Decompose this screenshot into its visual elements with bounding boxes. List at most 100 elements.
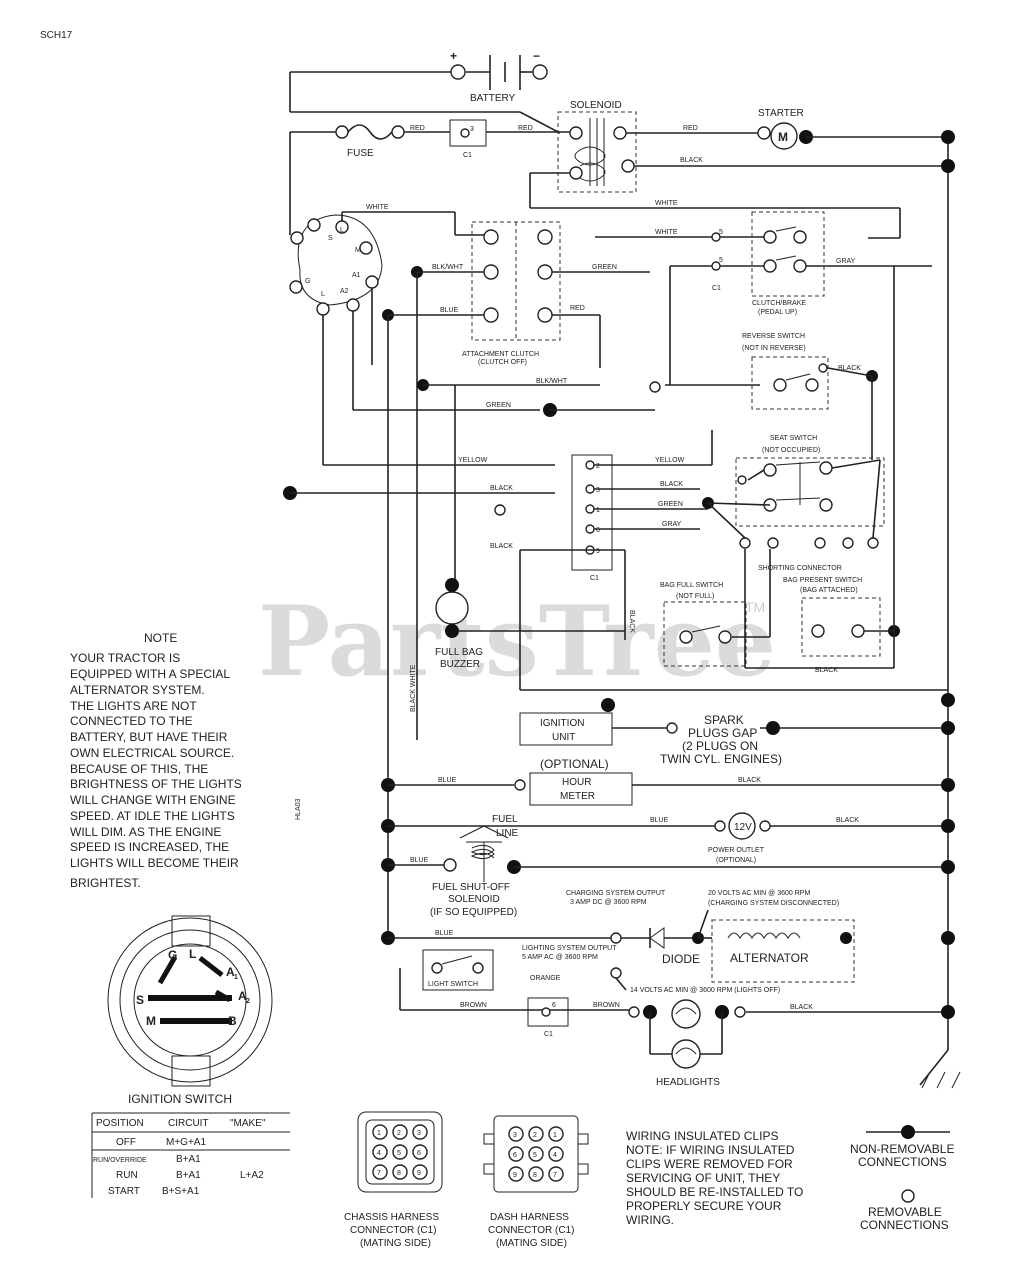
- svg-text:L: L: [321, 291, 325, 298]
- spark-2: PLUGS GAP: [688, 726, 757, 740]
- svg-text:3: 3: [470, 126, 474, 133]
- c1-pin-6: 6: [596, 527, 600, 534]
- cb-pin-5: 5: [719, 229, 723, 236]
- charging-2: 3 AMP DC @ 3600 RPM: [570, 899, 647, 906]
- wire-black-po: BLACK: [836, 817, 859, 824]
- c1-light: C1: [544, 1031, 553, 1038]
- note-block: NOTE YOUR TRACTOR IS EQUIPPED WITH A SPE…: [70, 631, 242, 890]
- shorting-connector-label: SHORTING CONNECTOR: [758, 565, 842, 572]
- note-line: BATTERY, BUT HAVE THEIR: [70, 730, 228, 744]
- fuel-solenoid-3: (IF SO EQUIPPED): [430, 907, 517, 918]
- buzzer-label-1: FULL BAG: [435, 647, 483, 658]
- svg-text:5: 5: [397, 1150, 401, 1157]
- clips-note-line: SERVICING OF UNIT, THEY: [626, 1171, 780, 1185]
- svg-text:8: 8: [397, 1170, 401, 1177]
- wire-red-starter: RED: [683, 125, 698, 132]
- attachment-clutch: ATTACHMENT CLUTCH (CLUTCH OFF) BLK/WHT G…: [382, 221, 650, 368]
- wire-blackwhite-vertical: BLACK WHITE: [410, 664, 417, 712]
- diode-label: DIODE: [662, 952, 700, 966]
- svg-text:5: 5: [533, 1152, 537, 1159]
- alt-spec-1: 20 VOLTS AC MIN @ 3600 RPM: [708, 890, 810, 897]
- note-line: SPEED. AT IDLE THE LIGHTS: [70, 809, 235, 823]
- wire-blue-clutch: BLUE: [440, 307, 459, 314]
- c1-pin-9: 9: [596, 548, 600, 555]
- table-cell: RUN: [116, 1170, 138, 1181]
- svg-text:2: 2: [246, 998, 250, 1005]
- watermark-tm: TM: [745, 599, 765, 615]
- fuse: FUSE RED 3 C1 RED: [289, 119, 570, 235]
- note-line: SPEED IS INCREASED, THE: [70, 840, 229, 854]
- watermark: PartsTree: [258, 585, 776, 698]
- svg-text:B: B: [228, 1014, 237, 1028]
- power-outlet-v: 12V: [734, 822, 752, 833]
- legend-removable-1: REMOVABLE: [868, 1205, 942, 1219]
- wire-black-c1b: BLACK: [490, 543, 513, 550]
- svg-text:1: 1: [553, 1132, 557, 1139]
- charging-system: CHARGING SYSTEM OUTPUT 3 AMP DC @ 3600 R…: [388, 890, 955, 994]
- bag-present-label: BAG PRESENT SWITCH: [783, 577, 862, 584]
- clips-note-line: CLIPS WERE REMOVED FOR: [626, 1157, 793, 1171]
- wire-red-c1: RED: [518, 125, 533, 132]
- charging-1: CHARGING SYSTEM OUTPUT: [566, 890, 666, 897]
- chassis-pin: 1 2 3 4 5 6 7 8 9: [372, 1124, 428, 1180]
- c1-pin-2: 2: [596, 463, 600, 470]
- svg-text:7: 7: [377, 1170, 381, 1177]
- wire-red-fuse: RED: [410, 125, 425, 132]
- table-cell: OFF: [116, 1137, 136, 1148]
- ignition-table: POSITION CIRCUIT "MAKE" OFF M+G+A1 RUN/O…: [91, 1112, 290, 1198]
- svg-text:M: M: [355, 247, 361, 254]
- ignition-unit: IGNITION UNIT SPARK PLUGS GAP (2 PLUGS O…: [519, 693, 955, 766]
- bag-switches: BAG FULL SWITCH (NOT FULL) BAG PRESENT S…: [660, 266, 900, 674]
- starter-m: M: [778, 130, 788, 144]
- spark-1: SPARK: [704, 713, 744, 727]
- hour-meter-2: METER: [560, 791, 595, 802]
- table-cell: START: [108, 1186, 140, 1197]
- table-cell: B+A1: [176, 1154, 201, 1165]
- solenoid: SOLENOID RED BLACK WHITE: [529, 100, 948, 239]
- note-line: WILL DIM. AS THE ENGINE: [70, 825, 221, 839]
- bag-present-state: (BAG ATTACHED): [800, 587, 858, 594]
- svg-text:4: 4: [377, 1150, 381, 1157]
- cb-pin-5b: 5: [719, 257, 723, 264]
- note-line: EQUIPPED WITH A SPECIAL: [70, 667, 230, 681]
- alt-spec-2: (CHARGING SYSTEM DISCONNECTED): [708, 900, 839, 907]
- ignition-terminal-cluster: S L M A1 G L A2 WHITE: [289, 204, 540, 465]
- svg-text:A: A: [238, 989, 247, 1003]
- wire-orange-ls: ORANGE: [530, 975, 561, 982]
- legend: NON-REMOVABLE CONNECTIONS REMOVABLE CONN…: [850, 1125, 954, 1232]
- dash-pin: 3 2 1 6 5 4 9 8 7: [508, 1126, 564, 1182]
- ignition-unit-1: IGNITION: [540, 718, 584, 729]
- svg-text:6: 6: [417, 1150, 421, 1157]
- table-cell: L+A2: [240, 1170, 264, 1181]
- dash-harness-connector: 3 2 1 6 5 4 9 8 7 DASH HARNESS CONNECTOR…: [483, 1115, 589, 1249]
- dash-label-2: CONNECTOR (C1): [488, 1225, 574, 1236]
- note-line: YOUR TRACTOR IS: [70, 651, 180, 665]
- hour-meter-optional: (OPTIONAL): [540, 757, 609, 771]
- note-line: CONNECTED TO THE: [70, 714, 193, 728]
- lighting-2: 5 AMP AC @ 3600 RPM: [522, 954, 598, 961]
- alternator-label: ALTERNATOR: [730, 951, 809, 965]
- clutch-brake-state: (PEDAL UP): [758, 309, 797, 316]
- table-header: POSITION: [96, 1118, 144, 1129]
- table-header: CIRCUIT: [168, 1118, 209, 1129]
- spark-4: TWIN CYL. ENGINES): [660, 752, 782, 766]
- wire-green-c1: GREEN: [658, 501, 683, 508]
- table-cell: M+G+A1: [166, 1137, 206, 1148]
- c1-pin-3: 3: [596, 487, 600, 494]
- bag-full-state: (NOT FULL): [676, 593, 714, 600]
- table-cell: RUN/OVERRIDE: [93, 1157, 147, 1164]
- wire-black-hm: BLACK: [738, 777, 761, 784]
- svg-text:9: 9: [417, 1170, 421, 1177]
- buzzer-label-2: BUZZER: [440, 659, 480, 670]
- legend-nonremovable-1: NON-REMOVABLE: [850, 1142, 954, 1156]
- clips-note-line: SHOULD BE RE-INSTALLED TO: [626, 1185, 803, 1199]
- power-outlet-2: (OPTIONAL): [716, 857, 756, 864]
- power-outlet-1: POWER OUTLET: [708, 847, 765, 854]
- svg-text:1: 1: [377, 1130, 381, 1137]
- wire-blue-hm: BLUE: [438, 777, 457, 784]
- legend-removable-2: CONNECTIONS: [860, 1218, 949, 1232]
- seat-switch-state: (NOT OCCUPIED): [762, 447, 820, 454]
- chassis-harness-connector: 1 2 3 4 5 6 7 8 9 CHASSIS HARNESS CONNEC…: [344, 1111, 443, 1249]
- bag-full-label: BAG FULL SWITCH: [660, 582, 723, 589]
